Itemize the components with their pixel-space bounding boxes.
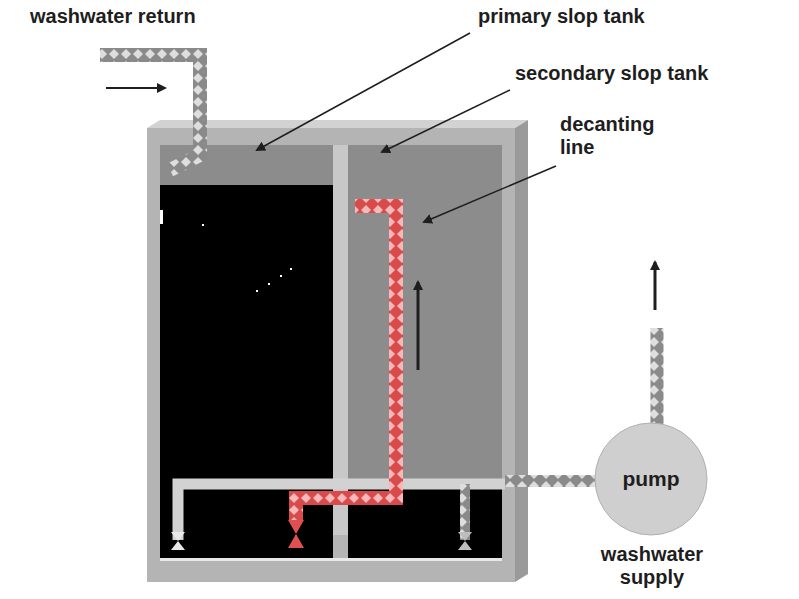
divider-wall (333, 145, 348, 535)
pipe-label: washwater return (30, 5, 196, 28)
pump-circle: pump (594, 422, 708, 536)
valve (171, 520, 472, 550)
node-text: pump (622, 467, 679, 491)
leader-line (424, 166, 556, 222)
tank-label: secondary slop tank (515, 62, 708, 85)
leader-line (257, 33, 470, 150)
decanting-line (296, 206, 396, 520)
tank-label: primary slop tank (478, 5, 645, 28)
pump-inlet-pipe (505, 475, 596, 487)
tank-frame (147, 128, 515, 582)
return-pipe (100, 55, 200, 170)
leader-line (382, 90, 510, 152)
pipe-label: decanting line (560, 113, 690, 159)
pipe-label: washwater supply (582, 543, 722, 589)
pump-outlet-pipe (651, 328, 664, 425)
